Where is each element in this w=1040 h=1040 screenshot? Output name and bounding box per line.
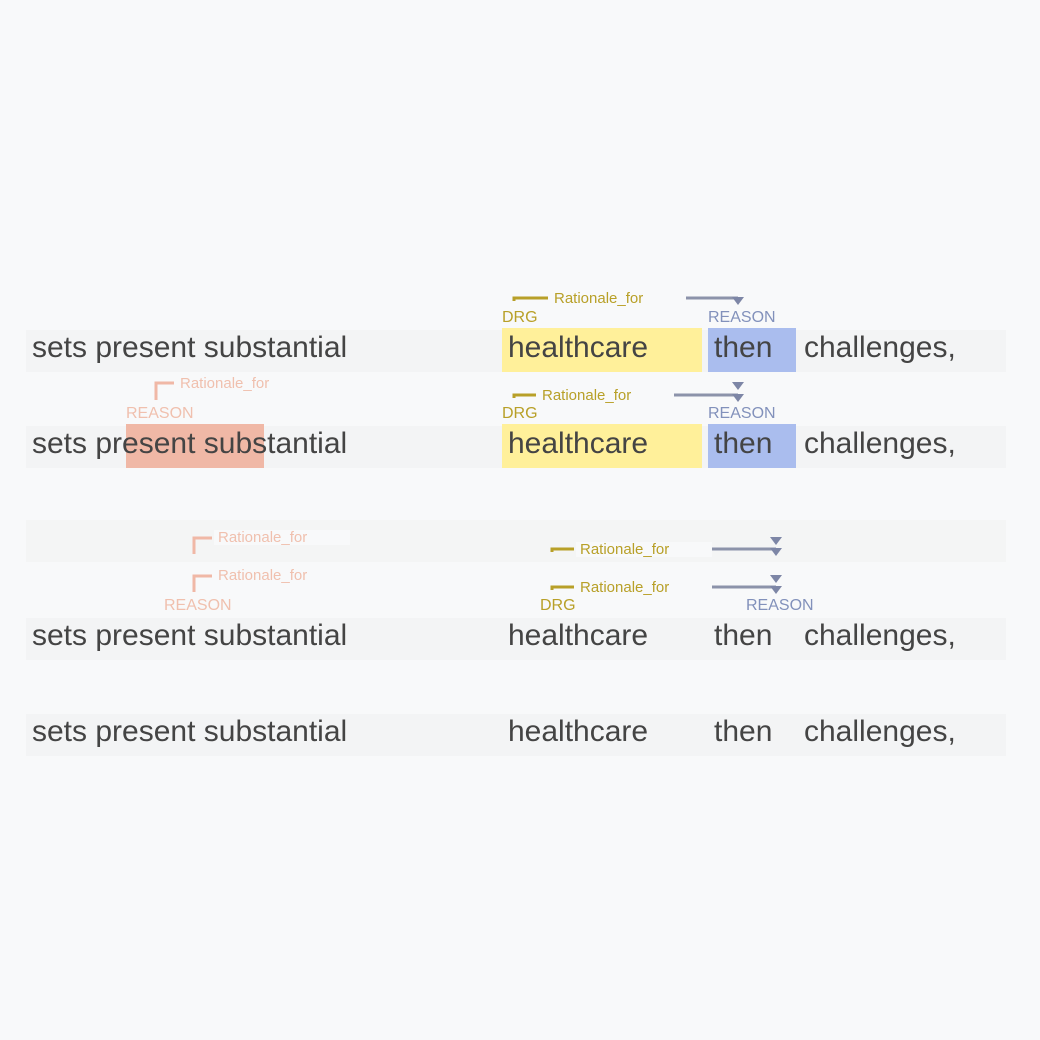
entity-label-drg: DRG	[502, 405, 538, 422]
token-sets-present-substantial: sets present substantial	[32, 715, 348, 748]
relation-arc-drg-to-reason	[512, 296, 744, 305]
token-then: then	[714, 619, 773, 652]
sentence-row-4	[26, 714, 1006, 756]
token-sets-present-substantial: sets present substantial	[32, 331, 348, 364]
token-sets-present-substantial: sets present substantial	[32, 427, 348, 460]
token-challenges: challenges,	[804, 619, 956, 652]
relation-arc-reason-alt-to-reason	[154, 381, 744, 400]
relation-label: Rationale_for	[214, 530, 350, 545]
entity-highlight-reason	[708, 328, 796, 372]
entity-label-reason: REASON	[746, 597, 814, 614]
relation-label: Rationale_for	[576, 580, 712, 595]
token-then: then	[714, 331, 773, 364]
entity-label-drg: DRG	[502, 309, 538, 326]
entity-highlight-reason-alt	[126, 424, 264, 468]
annotation-band-row-3	[26, 520, 1006, 562]
relation-label: Rationale_for	[176, 376, 312, 391]
entity-label-drg: DRG	[540, 597, 576, 614]
token-healthcare: healthcare	[508, 331, 649, 364]
token-challenges: challenges,	[804, 427, 956, 460]
relation-label: Rationale_for	[550, 291, 686, 306]
token-healthcare: healthcare	[508, 427, 649, 460]
sentence-row-3	[26, 618, 1006, 660]
entity-highlight-drg	[502, 328, 702, 372]
relation-arc-drg-to-reason	[550, 547, 782, 556]
entity-label-reason: REASON	[708, 405, 776, 422]
entity-highlight-drg	[502, 424, 702, 468]
relation-arc-reason-alt-to-reason	[192, 536, 782, 554]
relation-label: Rationale_for	[576, 542, 712, 557]
entity-label-reason-alt: REASON	[164, 597, 232, 614]
token-healthcare: healthcare	[508, 715, 649, 748]
token-healthcare: healthcare	[508, 619, 649, 652]
token-sets-present-substantial: sets present substantial	[32, 619, 348, 652]
token-then: then	[714, 427, 773, 460]
relation-arc-drg-to-reason	[512, 393, 744, 402]
token-challenges: challenges,	[804, 331, 956, 364]
relation-arc-reason-alt-to-reason	[192, 574, 782, 592]
relation-arc-drg-to-reason	[550, 585, 782, 594]
entity-label-reason: REASON	[708, 309, 776, 326]
token-then: then	[714, 715, 773, 748]
entity-label-reason-alt: REASON	[126, 405, 194, 422]
token-challenges: challenges,	[804, 715, 956, 748]
relation-label: Rationale_for	[214, 568, 350, 583]
entity-highlight-reason	[708, 424, 796, 468]
relation-label: Rationale_for	[538, 388, 674, 403]
